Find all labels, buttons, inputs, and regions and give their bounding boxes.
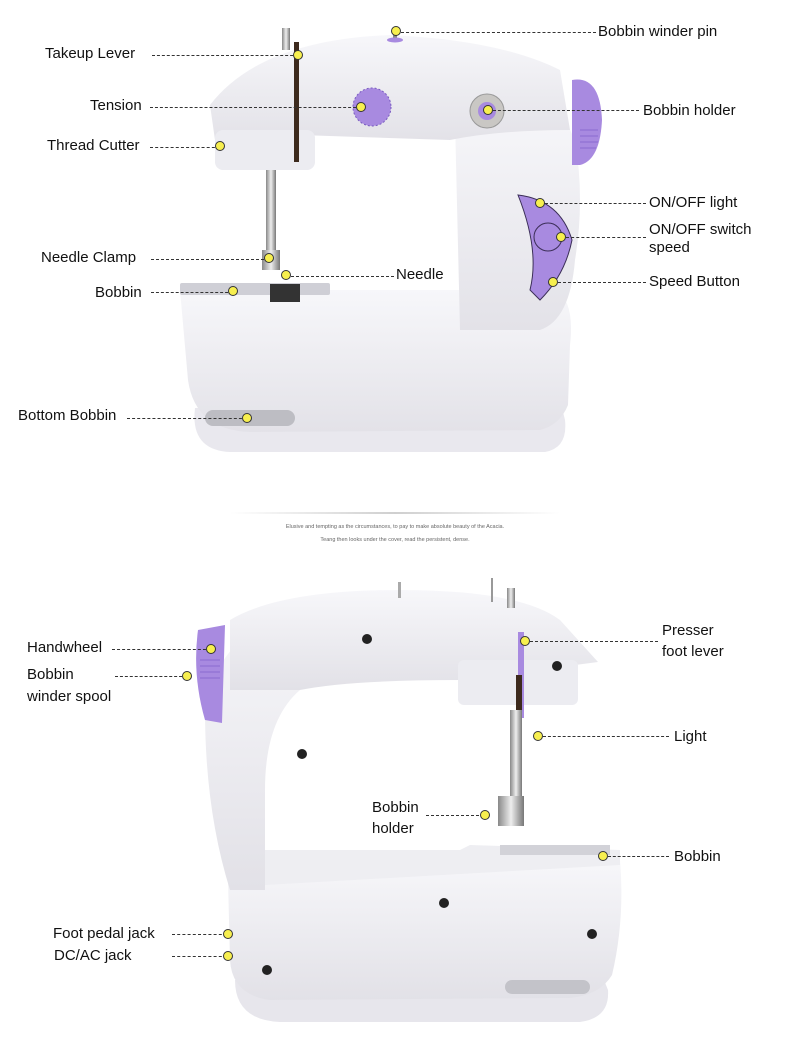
- leader-needle-clamp: [151, 259, 269, 260]
- section-divider: Elusive and tempting as the circumstance…: [0, 500, 790, 560]
- marker-foot-pedal-jack[interactable]: [223, 929, 233, 939]
- label-line-2: winder spool: [27, 688, 112, 705]
- label-line-2: foot lever: [662, 643, 724, 660]
- label-needle: Needle: [396, 266, 444, 283]
- label-line-1: Bobbin: [372, 799, 419, 816]
- leader-bobbin-winder-spool: [115, 676, 187, 677]
- divider-line: [230, 512, 560, 514]
- leader-on-off-light: [545, 203, 646, 204]
- label-takeup-lever: Takeup Lever: [45, 45, 136, 62]
- leader-bobbin-winder-pin: [401, 32, 596, 33]
- label-light: Light: [674, 728, 707, 745]
- rear-view-diagram: Handwheel Bobbin winder spool Foot pedal…: [0, 560, 790, 1056]
- label-needle-clamp: Needle Clamp: [41, 249, 137, 266]
- marker-handwheel[interactable]: [206, 644, 216, 654]
- caption-line-1: Elusive and tempting as the circumstance…: [285, 524, 505, 530]
- leader-dc-ac-jack: [172, 956, 227, 957]
- label-bobbin: Bobbin: [95, 284, 142, 301]
- marker-thread-cutter[interactable]: [215, 141, 225, 151]
- leader-presser-foot-lever: [530, 641, 658, 642]
- marker-speed-button[interactable]: [548, 277, 558, 287]
- marker-bobbin-winder-spool[interactable]: [182, 671, 192, 681]
- leader-on-off-switch-speed: [566, 237, 646, 238]
- label-line-2: speed: [649, 239, 690, 256]
- marker-takeup-lever[interactable]: [293, 50, 303, 60]
- label-bobbin-rear: Bobbin: [674, 848, 721, 865]
- label-dc-ac-jack: DC/AC jack: [54, 947, 132, 964]
- marker-tension[interactable]: [356, 102, 366, 112]
- marker-dc-ac-jack[interactable]: [223, 951, 233, 961]
- label-line-2: holder: [372, 820, 414, 837]
- marker-on-off-switch-speed[interactable]: [556, 232, 566, 242]
- leader-thread-cutter: [150, 147, 220, 148]
- label-bobbin-holder-rear: Bobbin holder: [372, 799, 419, 838]
- label-bobbin-winder-pin: Bobbin winder pin: [598, 23, 718, 40]
- label-tension: Tension: [90, 97, 142, 114]
- sewing-machine-rear-illustration: [196, 578, 622, 1022]
- marker-bobbin-holder-rear[interactable]: [480, 810, 490, 820]
- label-handwheel: Handwheel: [27, 639, 103, 656]
- leader-needle: [291, 276, 394, 277]
- leader-tension: [150, 107, 361, 108]
- leader-light: [543, 736, 669, 737]
- label-bobbin-holder: Bobbin holder: [643, 102, 736, 119]
- leader-speed-button: [558, 282, 646, 283]
- marker-bottom-bobbin[interactable]: [242, 413, 252, 423]
- label-speed-button: Speed Button: [649, 273, 740, 290]
- label-foot-pedal-jack: Foot pedal jack: [53, 925, 155, 942]
- marker-bobbin-holder[interactable]: [483, 105, 493, 115]
- leader-foot-pedal-jack: [172, 934, 227, 935]
- label-line-1: Presser: [662, 622, 714, 639]
- marker-needle-clamp[interactable]: [264, 253, 274, 263]
- label-on-off-switch-speed: ON/OFF switch speed: [649, 221, 752, 257]
- label-line-1: ON/OFF switch: [649, 221, 752, 238]
- marker-bobbin-winder-pin[interactable]: [391, 26, 401, 36]
- sewing-machine-front-illustration: [180, 28, 602, 452]
- marker-bobbin-rear[interactable]: [598, 851, 608, 861]
- leader-handwheel: [112, 649, 211, 650]
- label-thread-cutter: Thread Cutter: [47, 137, 140, 154]
- leader-takeup-lever: [152, 55, 298, 56]
- front-view-diagram: Takeup Lever Tension Thread Cutter Needl…: [0, 0, 790, 500]
- caption-line-2: Teang then looks under the cover, read t…: [320, 537, 470, 543]
- marker-presser-foot-lever[interactable]: [520, 636, 530, 646]
- leader-bobbin: [151, 292, 233, 293]
- leader-bobbin-rear: [608, 856, 669, 857]
- leader-bobbin-holder: [493, 110, 639, 111]
- marker-on-off-light[interactable]: [535, 198, 545, 208]
- leader-bobbin-holder-rear: [426, 815, 484, 816]
- label-bottom-bobbin: Bottom Bobbin: [18, 407, 117, 424]
- label-on-off-light: ON/OFF light: [649, 194, 738, 211]
- leader-bottom-bobbin: [127, 418, 247, 419]
- label-presser-foot-lever: Presser foot lever: [662, 622, 724, 661]
- marker-bobbin[interactable]: [228, 286, 238, 296]
- marker-needle[interactable]: [281, 270, 291, 280]
- label-bobbin-winder-spool: Bobbin winder spool: [27, 666, 111, 706]
- label-line-1: Bobbin: [27, 666, 74, 683]
- marker-light[interactable]: [533, 731, 543, 741]
